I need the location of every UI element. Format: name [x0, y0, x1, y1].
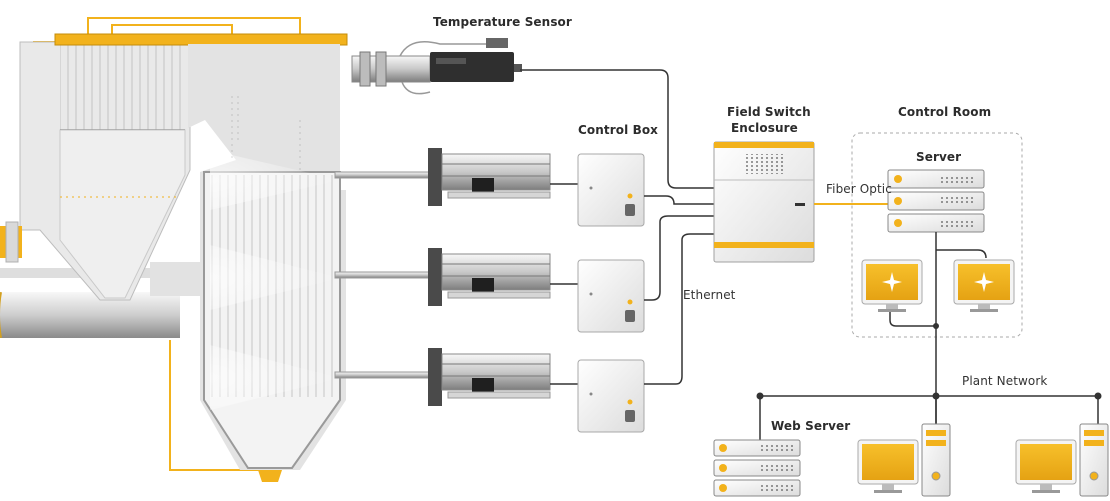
- acoustic-lance-2: [334, 248, 551, 306]
- fiber-optic-label: Fiber Optic: [826, 182, 892, 196]
- acoustic-lance-3: [334, 348, 551, 406]
- temperature-sensor: [351, 38, 522, 95]
- control-box-1: [577, 153, 645, 227]
- boiler: [0, 17, 348, 482]
- control-room-boundary: [851, 132, 1023, 338]
- field-switch-enclosure: [713, 141, 815, 263]
- monitor-control-room-2: [953, 259, 1015, 312]
- server-label: Server: [916, 150, 962, 164]
- workstation-1: [857, 423, 951, 497]
- plant-network-label: Plant Network: [962, 374, 1048, 388]
- temperature-sensor-label: Temperature Sensor: [433, 15, 572, 29]
- web-server-label: Web Server: [771, 419, 851, 433]
- monitor-control-room-1: [861, 259, 923, 312]
- server-stack: [887, 169, 985, 233]
- web-server-stack: [713, 439, 801, 497]
- field-switch-label-line1: Field Switch: [727, 105, 811, 119]
- control-box-2: [577, 259, 645, 333]
- control-box-label: Control Box: [578, 123, 659, 137]
- control-box-3: [577, 359, 645, 433]
- acoustic-lance-1: [334, 148, 551, 206]
- workstation-2: [1015, 423, 1109, 497]
- control-room-label: Control Room: [898, 105, 992, 119]
- ethernet-label: Ethernet: [683, 288, 736, 302]
- field-switch-label-line2: Enclosure: [731, 121, 798, 135]
